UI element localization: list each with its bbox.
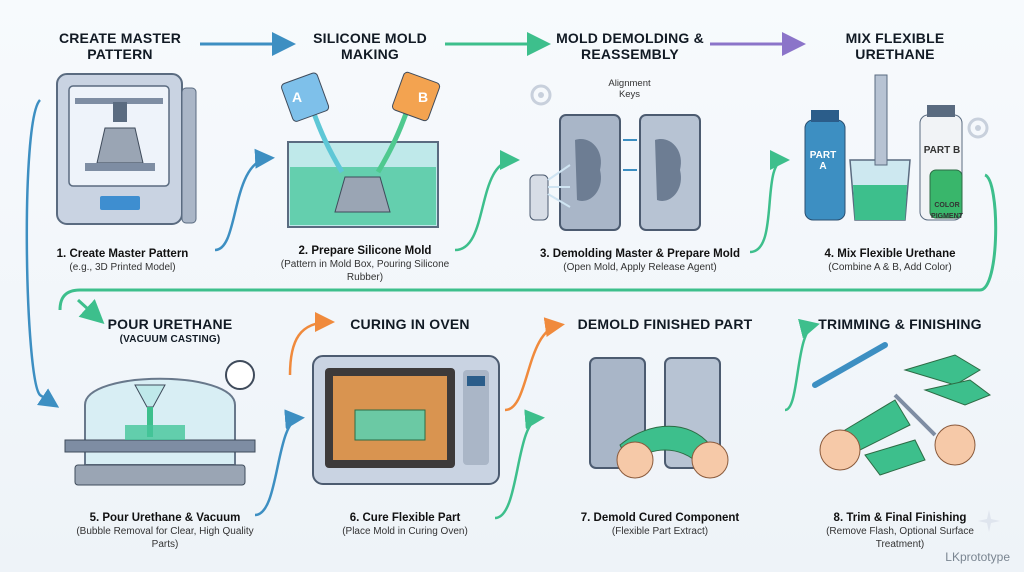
alignment-keys-callout: Alignment Keys: [608, 78, 651, 100]
beaker-icon: [804, 74, 963, 221]
step-5-heading-text: POUR URETHANE: [107, 316, 233, 332]
gear-icon: [967, 117, 989, 139]
step-4-heading: MIX FLEXIBLE URETHANE: [845, 30, 945, 62]
step-7-caption-title: 7. Demold Cured Component: [580, 512, 740, 524]
step-6-caption-title: 6. Cure Flexible Part: [349, 512, 461, 524]
connector-3-4: [749, 150, 790, 254]
step-4-caption-desc: (Combine A & B, Add Color): [828, 262, 952, 273]
mold-halves-icon: [529, 114, 701, 231]
step-5-caption-desc: (Bubble Removal for Clear, High Quality …: [76, 526, 254, 550]
oven-icon: [312, 355, 500, 485]
step-3-caption: 3. Demolding Master & Prepare Mold (Open…: [520, 248, 760, 274]
step-7-caption-desc: (Flexible Part Extract): [611, 526, 709, 537]
scalpel-icon: [812, 342, 992, 476]
step-8-heading: TRIMMING & FINISHING: [818, 316, 982, 332]
pigment-label: COLOR PIGMENT: [931, 202, 963, 220]
bottle-a-label: PART A: [809, 150, 837, 172]
step-8-caption-desc: (Remove Flash, Optional Surface Treatmen…: [826, 526, 974, 550]
connector-7-8: [784, 319, 820, 412]
step-1-heading: CREATE MASTER PATTERN: [58, 30, 182, 62]
connector-6-7: [504, 317, 565, 412]
connector-5-6b: [288, 312, 335, 376]
step-7-caption: 7. Demold Cured Component (Flexible Part…: [560, 512, 760, 538]
step-4-caption-title: 4. Mix Flexible Urethane: [824, 248, 956, 260]
step-5-caption: 5. Pour Urethane & Vacuum (Bubble Remova…: [70, 512, 260, 551]
step-2-heading: SILICONE MOLD MAKING: [313, 30, 427, 62]
step-8-caption-title: 8. Trim & Final Finishing: [833, 512, 967, 524]
demold-icon: [589, 357, 729, 479]
step-1-caption: 1. Create Master Pattern (e.g., 3D Print…: [35, 248, 210, 274]
step-2-caption-desc: (Pattern in Mold Box, Pouring Silicone R…: [280, 259, 450, 283]
step-7-heading: DEMOLD FINISHED PART: [577, 316, 753, 332]
step-2-caption-title: 2. Prepare Silicone Mold: [298, 245, 432, 257]
printer-icon: [56, 73, 197, 225]
step-5-caption-title: 5. Pour Urethane & Vacuum: [89, 512, 241, 524]
step-5-heading: POUR URETHANE (VACUUM CASTING): [95, 316, 245, 348]
step-3-caption-title: 3. Demolding Master & Prepare Mold: [539, 248, 740, 260]
connector-5-6: [254, 409, 305, 517]
vacuum-chamber-icon: [64, 360, 256, 486]
step-6-caption: 6. Cure Flexible Part (Place Mold in Cur…: [310, 512, 500, 538]
step-6-caption-desc: (Place Mold in Curing Oven): [342, 526, 468, 537]
step-6-heading: CURING IN OVEN: [350, 316, 470, 332]
connector-1-2: [214, 148, 275, 252]
step-3-heading: MOLD DEMOLDING & REASSEMBLY: [556, 30, 704, 62]
bottle-b-label: PART B: [923, 145, 961, 156]
cup-b-label: B: [418, 89, 429, 105]
sparkle-icon: [978, 510, 1000, 532]
step-2-caption: 2. Prepare Silicone Mold (Pattern in Mol…: [280, 245, 450, 284]
connector-6-7b: [494, 409, 545, 520]
watermark: LKprototype: [945, 550, 1010, 564]
step-3-caption-desc: (Open Mold, Apply Release Agent): [563, 262, 717, 273]
gear-icon: [530, 84, 552, 106]
connector-2-3: [454, 150, 520, 252]
step-4-caption: 4. Mix Flexible Urethane (Combine A & B,…: [800, 248, 980, 274]
mold-box-icon: [281, 71, 441, 228]
step-1-caption-title: 1. Create Master Pattern: [56, 248, 189, 260]
step-5-subheading: (VACUUM CASTING): [119, 334, 221, 345]
step-1-caption-desc: (e.g., 3D Printed Model): [69, 262, 176, 273]
cup-a-label: A: [292, 89, 303, 105]
step-8-caption: 8. Trim & Final Finishing (Remove Flash,…: [810, 512, 990, 551]
wrap-connector: [58, 173, 998, 311]
